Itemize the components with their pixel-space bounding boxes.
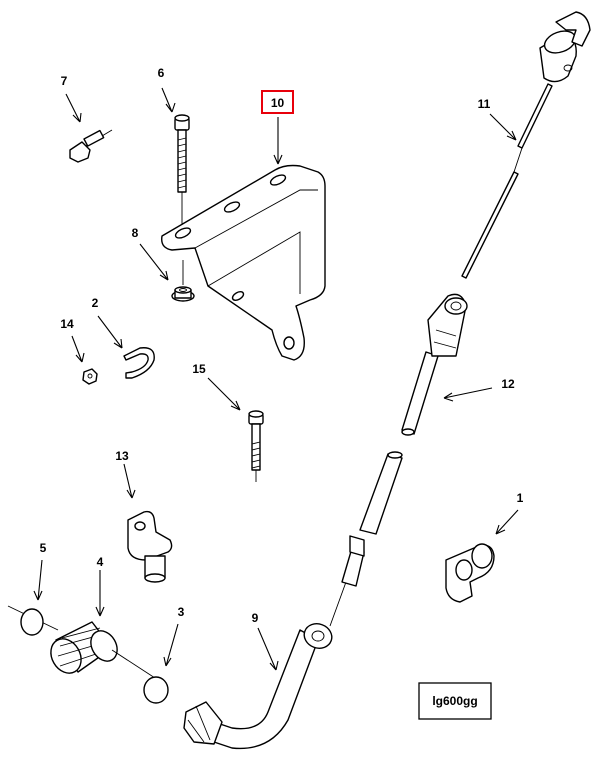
part-12-cable-housing[interactable] (329, 293, 468, 627)
callout-1[interactable]: 1 (517, 491, 524, 505)
callout-5[interactable]: 5 (40, 541, 47, 555)
part-1-clamp[interactable] (445, 543, 495, 603)
part-9-bent-tube[interactable] (183, 620, 335, 750)
part-15-bolt[interactable] (248, 410, 264, 482)
part-14-nut[interactable] (82, 368, 98, 385)
image-code: lg600gg (432, 694, 477, 708)
part-11-cable[interactable] (461, 11, 591, 279)
callout-11[interactable]: 11 (478, 97, 491, 111)
image-code-box: lg600gg (418, 682, 492, 720)
part-13-l-bracket[interactable] (127, 510, 173, 583)
part-4-fitting[interactable] (45, 621, 156, 679)
callout-labels: 1 2 3 4 5 6 7 8 9 10 11 12 13 14 15 (40, 66, 524, 625)
leader-lines (33, 87, 519, 671)
callout-10-highlight (261, 90, 294, 114)
part-6-bolt[interactable] (174, 114, 190, 225)
callout-12[interactable]: 12 (501, 377, 515, 391)
part-5-o-ring[interactable] (7, 605, 59, 636)
part-10-bracket[interactable] (161, 164, 326, 361)
part-7-bolt[interactable] (69, 129, 113, 163)
part-3-o-ring[interactable] (143, 676, 169, 704)
callout-8[interactable]: 8 (132, 226, 139, 240)
callout-14[interactable]: 14 (60, 317, 74, 331)
callout-7[interactable]: 7 (61, 74, 68, 88)
callout-15[interactable]: 15 (192, 362, 206, 376)
callout-2[interactable]: 2 (92, 296, 99, 310)
callout-6[interactable]: 6 (158, 66, 165, 80)
callout-9[interactable]: 9 (252, 611, 259, 625)
callout-4[interactable]: 4 (97, 555, 104, 569)
callout-13[interactable]: 13 (115, 449, 129, 463)
callout-10[interactable]: 10 (271, 96, 285, 110)
part-8-nut[interactable] (171, 260, 195, 302)
part-2-clip[interactable] (123, 347, 155, 379)
callout-3[interactable]: 3 (178, 605, 185, 619)
